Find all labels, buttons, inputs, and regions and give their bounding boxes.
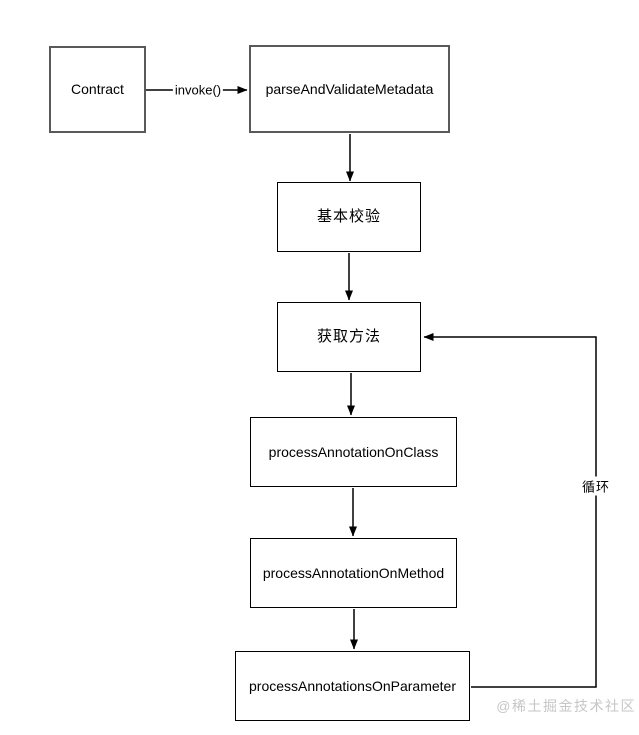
- watermark: @稀土掘金技术社区: [496, 698, 636, 714]
- edge-label-invoke: invoke(): [172, 82, 224, 98]
- node-process-annotations-on-parameter: processAnnotationsOnParameter: [235, 651, 470, 721]
- node-basic-check-label: 基本校验: [316, 208, 381, 225]
- node-contract: Contract: [49, 46, 146, 133]
- node-process-annotation-on-class: processAnnotationOnClass: [250, 417, 457, 487]
- node-process-annotation-on-method-label: processAnnotationOnMethod: [262, 564, 445, 581]
- node-parse-and-validate-metadata-label: parseAndValidateMetadata: [265, 80, 434, 97]
- node-parse-and-validate-metadata: parseAndValidateMetadata: [249, 45, 450, 133]
- node-get-method-label: 获取方法: [316, 328, 381, 345]
- node-process-annotations-on-parameter-label: processAnnotationsOnParameter: [249, 677, 456, 694]
- edge-loop: [423, 333, 597, 688]
- node-basic-check: 基本校验: [277, 182, 421, 252]
- node-contract-label: Contract: [71, 81, 124, 98]
- node-get-method: 获取方法: [277, 302, 421, 372]
- node-process-annotation-on-class-label: processAnnotationOnClass: [268, 443, 439, 460]
- node-process-annotation-on-method: processAnnotationOnMethod: [250, 538, 457, 608]
- edge-label-loop: 循环: [579, 476, 613, 496]
